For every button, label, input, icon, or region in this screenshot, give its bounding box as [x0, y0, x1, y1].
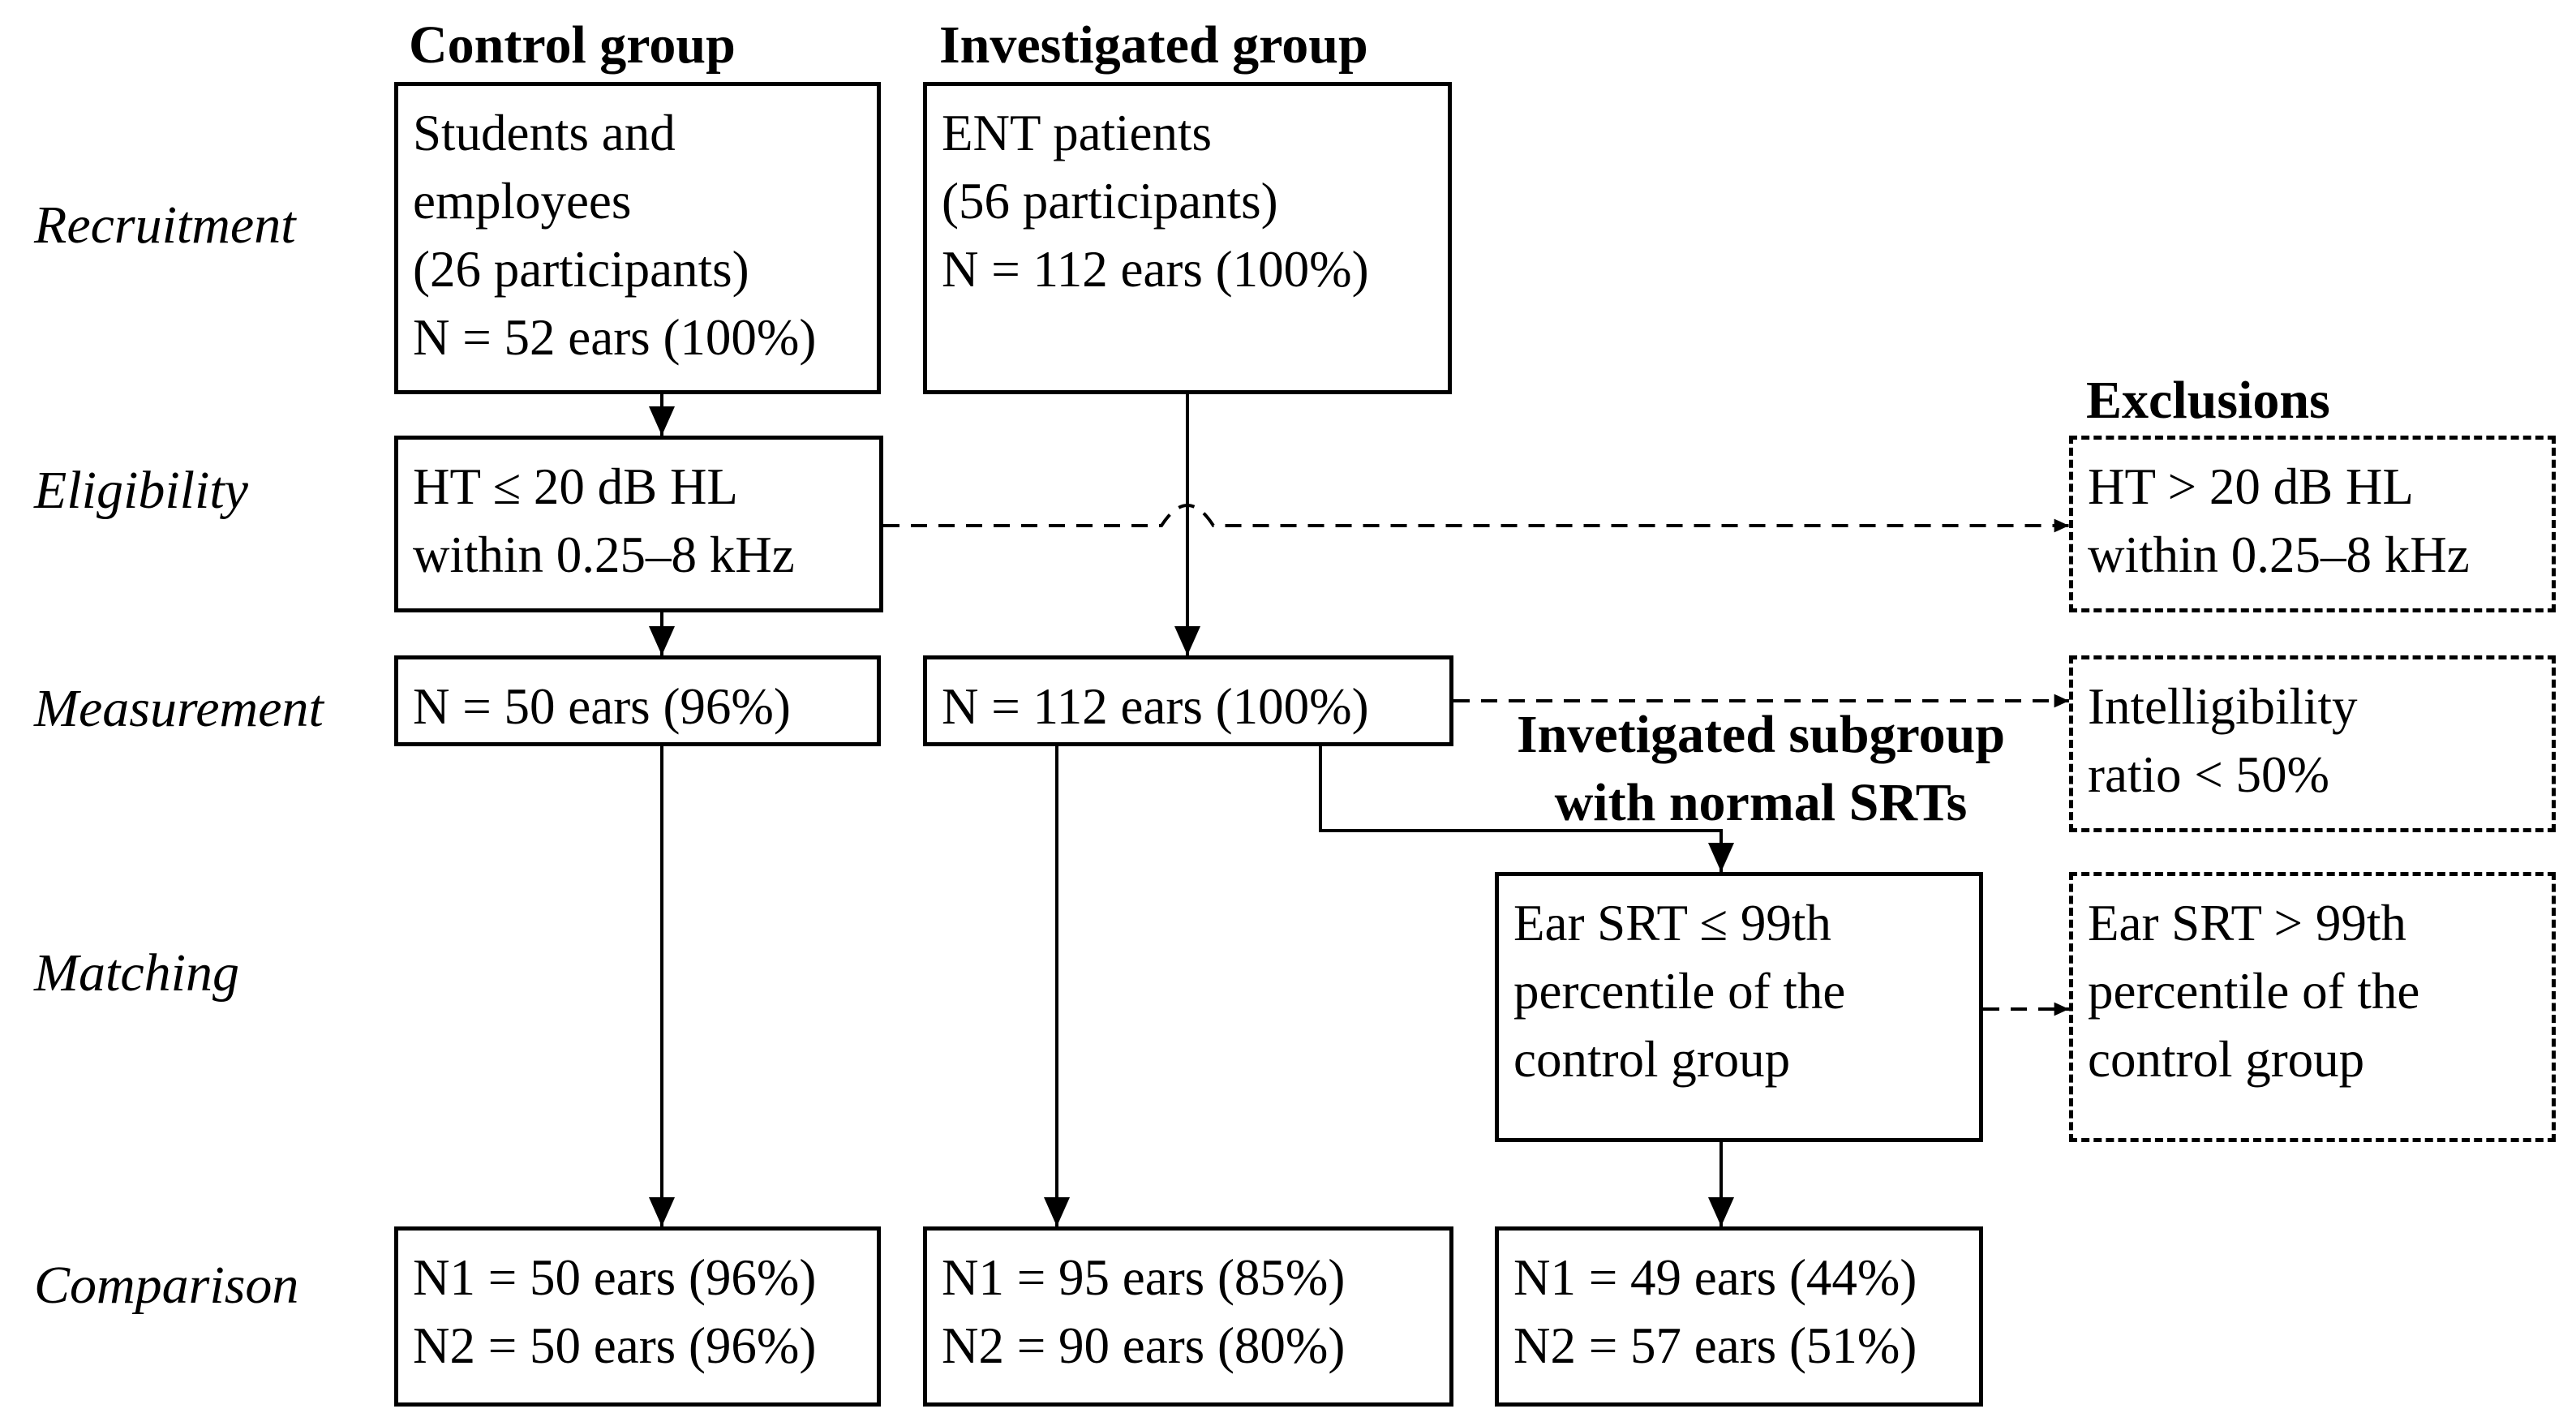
box-text-line: (56 participants) — [942, 173, 1278, 230]
stage-measurement: Measurement — [34, 679, 324, 738]
matching-exclusion-box: Ear SRT > 99th percentile of the control… — [2069, 872, 2556, 1142]
box-text-line: (26 participants) — [413, 241, 749, 298]
investigated-comparison-box: N1 = 95 ears (85%) N2 = 90 ears (80%) — [923, 1226, 1453, 1407]
subgroup-comparison-box: N1 = 49 ears (44%) N2 = 57 ears (51%) — [1495, 1226, 1983, 1407]
control-recruitment-box: Students and employees (26 participants)… — [394, 82, 881, 394]
dashed-arrow-eligibility-to-exclusion — [883, 504, 2070, 533]
investigated-measurement-box: N = 112 ears (100%) — [923, 655, 1453, 746]
control-group-header: Control group — [409, 15, 736, 75]
box-text-line: N = 112 ears (100%) — [942, 241, 1369, 298]
box-text-line: employees — [413, 173, 632, 230]
box-text-line: ENT patients — [942, 105, 1213, 161]
box-text-line: Students and — [413, 105, 676, 161]
box-text-line: N1 = 95 ears (85%) — [942, 1249, 1346, 1306]
subgroup-header: Invetigated subgroup with normal SRTs — [1491, 701, 2031, 837]
box-text-line: Intelligibility — [2088, 678, 2358, 735]
box-text-line: HT > 20 dB HL — [2088, 458, 2414, 515]
subgroup-header-line: Invetigated subgroup — [1516, 705, 2006, 764]
box-text-line: N = 50 ears (96%) — [413, 678, 791, 735]
box-text-line: control group — [2088, 1031, 2365, 1088]
box-text-line: N1 = 49 ears (44%) — [1513, 1249, 1917, 1306]
stage-matching: Matching — [34, 943, 239, 1003]
stage-recruitment: Recruitment — [34, 195, 296, 255]
investigated-group-header: Investigated group — [939, 15, 1368, 75]
box-text-line: ratio < 50% — [2088, 746, 2329, 803]
box-text-line: Ear SRT ≤ 99th — [1513, 895, 1831, 951]
investigated-recruitment-box: ENT patients (56 participants) N = 112 e… — [923, 82, 1452, 394]
matching-box: Ear SRT ≤ 99th percentile of the control… — [1495, 872, 1983, 1142]
box-text-line: N = 112 ears (100%) — [942, 678, 1369, 735]
stage-eligibility: Eligibility — [34, 461, 248, 520]
box-text-line: within 0.25–8 kHz — [413, 526, 795, 583]
box-text-line: control group — [1513, 1031, 1791, 1088]
box-text-line: N2 = 90 ears (80%) — [942, 1317, 1346, 1374]
box-text-line: percentile of the — [1513, 963, 1846, 1020]
box-text-line: HT ≤ 20 dB HL — [413, 458, 738, 515]
exclusions-header: Exclusions — [2086, 371, 2330, 430]
measurement-exclusion-box: Intelligibility ratio < 50% — [2069, 655, 2556, 832]
box-text-line: N = 52 ears (100%) — [413, 309, 817, 366]
control-comparison-box: N1 = 50 ears (96%) N2 = 50 ears (96%) — [394, 1226, 881, 1407]
stage-comparison: Comparison — [34, 1256, 299, 1315]
subgroup-header-line: with normal SRTs — [1554, 773, 1968, 832]
box-text-line: N2 = 57 ears (51%) — [1513, 1317, 1917, 1374]
box-text-line: within 0.25–8 kHz — [2088, 526, 2470, 583]
eligibility-exclusion-box: HT > 20 dB HL within 0.25–8 kHz — [2069, 436, 2556, 612]
box-text-line: N1 = 50 ears (96%) — [413, 1249, 817, 1306]
box-text-line: N2 = 50 ears (96%) — [413, 1317, 817, 1374]
box-text-line: Ear SRT > 99th — [2088, 895, 2406, 951]
eligibility-box: HT ≤ 20 dB HL within 0.25–8 kHz — [394, 436, 883, 612]
box-text-line: percentile of the — [2088, 963, 2420, 1020]
arrow-invest-measure-to-matching — [1319, 746, 1734, 872]
control-measurement-box: N = 50 ears (96%) — [394, 655, 881, 746]
